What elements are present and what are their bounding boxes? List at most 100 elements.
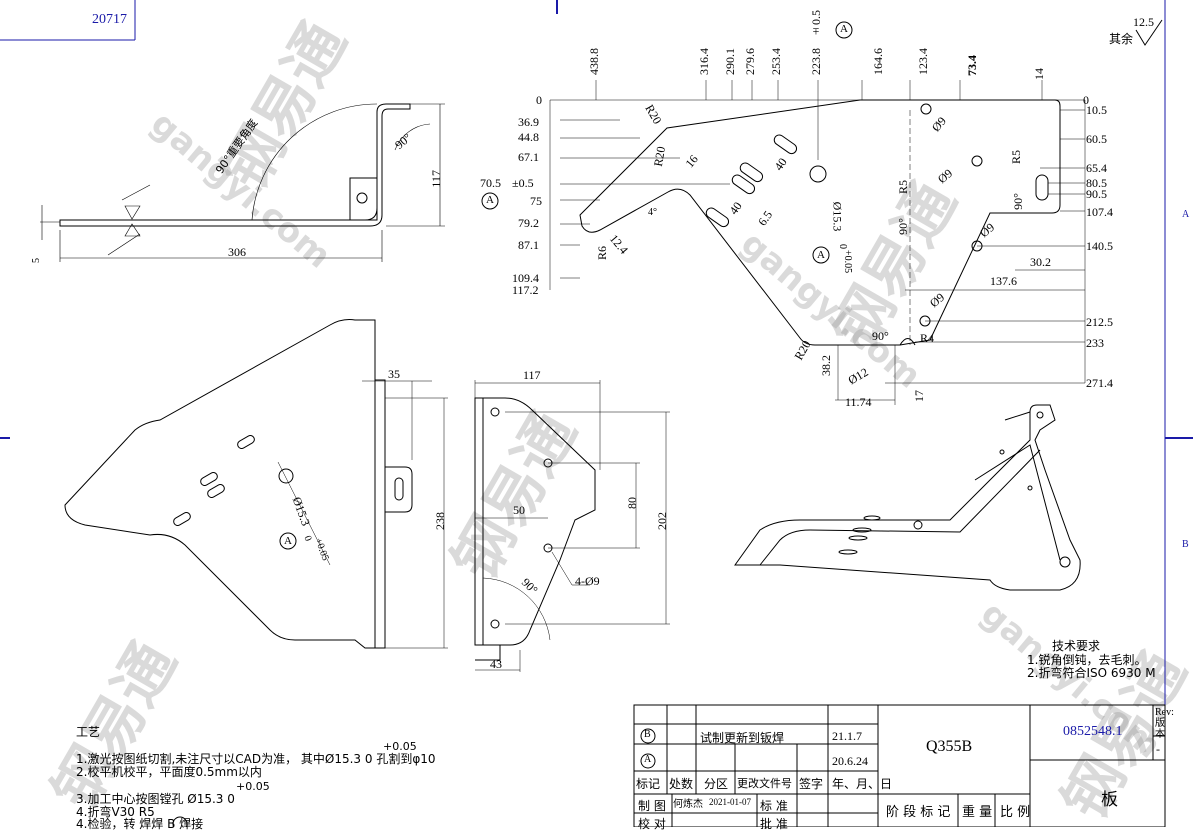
process-line-4: 4.折弯V30 R5 xyxy=(76,805,155,819)
rv-dim-43: 43 xyxy=(490,657,502,671)
approve-label: 批 准 xyxy=(760,817,788,831)
drawn-date: 2021-01-07 xyxy=(709,797,751,807)
tv-hole-15.3: Ø15.3 xyxy=(830,201,845,232)
tv-left-79.2: 79.2 xyxy=(518,216,539,230)
tv-hole-tol-up: +0.05 xyxy=(842,249,854,274)
scale-header: 比 例 xyxy=(1000,805,1031,820)
tech-req-item-1: 1.锐角倒钝，去毛刺。 xyxy=(1027,653,1147,667)
tv-right-0: 0 xyxy=(1083,93,1089,107)
tv-90-b: 90° xyxy=(1011,193,1025,210)
tv-right-107.4: 107.4 xyxy=(1086,205,1113,219)
tv-left-75: 75 xyxy=(530,194,542,208)
tv-hole-tol-lo: 0 xyxy=(837,244,848,249)
rev-b-desc: 试制更新到钣焊 xyxy=(700,731,785,745)
tv-right-233: 233 xyxy=(1086,336,1104,350)
process-line-1: 1.激光按图纸切割,未注尺寸以CAD为准， 其中Ø15.3 0 孔割到φ10 xyxy=(76,752,436,766)
side-dim-306: 306 xyxy=(228,245,246,259)
fv-dim-238: 238 xyxy=(433,512,447,530)
tv-left-109.4: 109.4 xyxy=(512,271,539,285)
hdr-count: 处数 xyxy=(669,777,694,791)
tv-r4: R4 xyxy=(920,331,935,345)
std-label: 标 准 xyxy=(760,799,788,813)
tv-137.6: 137.6 xyxy=(990,274,1017,288)
tv-30.2: 30.2 xyxy=(1030,255,1051,269)
tv-left-0: 0 xyxy=(536,93,542,107)
tv-90-c: 90° xyxy=(872,329,889,343)
roughness-label: 其余 xyxy=(1109,32,1134,46)
tv-right-140.5: 140.5 xyxy=(1086,239,1113,253)
tv-4deg: 4° xyxy=(648,207,657,218)
tv-top-290.1: 290.1 xyxy=(723,48,737,75)
tv-top-223.8: 223.8 xyxy=(809,48,823,75)
hdr-change-doc: 更改文件号 xyxy=(737,777,792,790)
stage-header: 阶 段 标 记 xyxy=(886,805,951,820)
process-line-3: 3.加工中心按图镗孔 Ø15.3 0 xyxy=(76,792,235,806)
tv-top-73.4: 73.4 xyxy=(965,55,979,76)
rev-a-date: 20.6.24 xyxy=(832,754,868,768)
tv-right-271.4: 271.4 xyxy=(1086,376,1113,390)
tv-top-123.4: 123.4 xyxy=(916,48,930,75)
tv-r6: R6 xyxy=(595,246,609,261)
tv-right-212.5: 212.5 xyxy=(1086,315,1113,329)
tv-right-65.4: 65.4 xyxy=(1086,161,1107,175)
tech-req-title: 技术要求 xyxy=(1052,639,1101,653)
rev-value: - xyxy=(1156,742,1160,756)
tv-top-tol: ±0.5 xyxy=(809,10,823,39)
rv-dim-117: 117 xyxy=(523,368,541,382)
zone-b: B xyxy=(1182,539,1189,550)
hdr-sign: 签字 xyxy=(799,777,824,791)
side-dim-117: 117 xyxy=(429,170,443,188)
tv-17: 17 xyxy=(912,390,926,402)
tv-11.74: 11.74 xyxy=(845,395,872,409)
tv-right-10.5: 10.5 xyxy=(1086,103,1107,117)
material: Q355B xyxy=(926,738,973,755)
process-line-5: 4.检验，转 焊焊 B 焊接 xyxy=(76,817,204,831)
tv-top-253.4: 253.4 xyxy=(769,48,783,75)
tv-left-117.2: 117.2 xyxy=(512,283,539,297)
tv-top-438.8: 438.8 xyxy=(587,48,601,75)
process-title: 工艺 xyxy=(76,725,101,739)
rev-b-date: 21.1.7 xyxy=(832,729,862,743)
tv-38.2: 38.2 xyxy=(819,355,833,376)
tv-left-87.1: 87.1 xyxy=(518,238,539,252)
tv-top-datum: A xyxy=(840,23,848,35)
side-dim-5: 5 xyxy=(31,258,42,263)
check-label: 校 对 xyxy=(638,817,666,831)
tv-r5-b: R5 xyxy=(896,180,910,195)
rv-holes: 4-Ø9 xyxy=(575,574,600,588)
tv-top-279.6: 279.6 xyxy=(743,48,757,75)
fv-dim-35: 35 xyxy=(388,367,400,381)
tv-datum-a: A xyxy=(486,194,494,206)
roughness-value: 12.5 xyxy=(1133,15,1154,29)
drawn-by: 何炼杰 xyxy=(673,799,703,810)
drawn-label: 制 图 xyxy=(638,799,666,813)
tv-left-36.9: 36.9 xyxy=(518,115,539,129)
tv-top-316.4: 316.4 xyxy=(697,48,711,75)
rv-dim-80: 80 xyxy=(625,497,639,509)
rev-b-mark: B xyxy=(644,729,651,740)
fv-datum: A xyxy=(284,535,292,547)
hdr-mark: 标记 xyxy=(636,777,661,791)
part-name: 板 xyxy=(1101,790,1118,810)
process-tol-2: +0.05 xyxy=(236,780,270,793)
zone-a: A xyxy=(1182,209,1190,220)
rev-label: Rev:版本 xyxy=(1155,707,1174,740)
tv-top-164.6: 164.6 xyxy=(871,48,885,75)
tv-r5-a: R5 xyxy=(1009,150,1023,165)
tv-left-44.8: 44.8 xyxy=(518,130,539,144)
tv-right-60.5: 60.5 xyxy=(1086,132,1107,146)
tv-right-90.5: 90.5 xyxy=(1086,187,1107,201)
tv-left-67.1: 67.1 xyxy=(518,150,539,164)
tv-90-a: 90° xyxy=(896,218,910,235)
tv-left-70.5: 70.5 xyxy=(480,176,501,190)
tech-req-item-2: 2.折弯符合ISO 6930 M xyxy=(1027,666,1156,680)
rev-a-mark: A xyxy=(644,754,652,765)
tv-right-80.5: 80.5 xyxy=(1086,176,1107,190)
rv-dim-50: 50 xyxy=(513,503,525,517)
hdr-zone: 分区 xyxy=(704,777,729,791)
part-number: 0852548.1 xyxy=(1063,724,1123,739)
drawing-number-top: 20717 xyxy=(92,12,127,27)
rv-dim-202: 202 xyxy=(655,512,669,530)
hdr-date: 年、月、日 xyxy=(832,777,893,791)
